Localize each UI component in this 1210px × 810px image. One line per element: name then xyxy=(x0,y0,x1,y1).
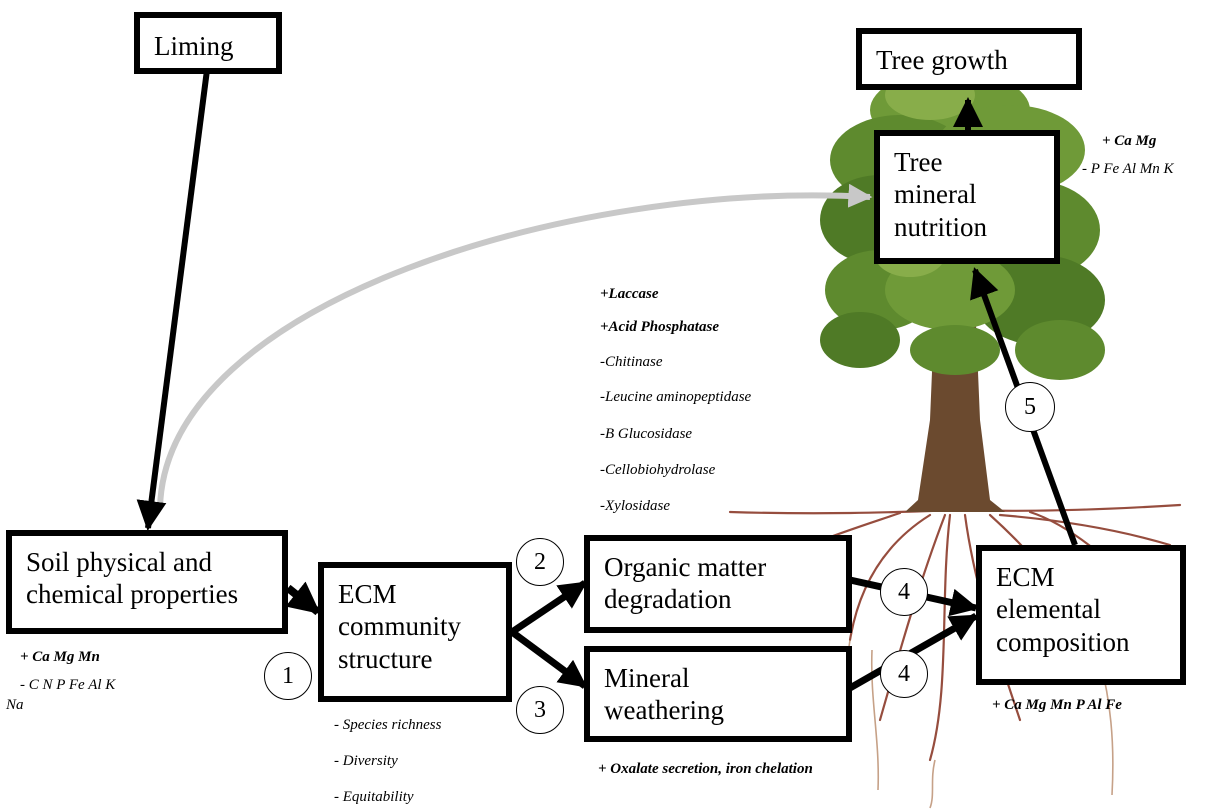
tree-minus-note: - P Fe Al Mn K xyxy=(1082,161,1174,177)
ecm-elemental-note: + Ca Mg Mn P Al Fe xyxy=(992,697,1122,713)
ecm-elemental-line-3: composition xyxy=(996,626,1130,657)
enzyme-laccase: +Laccase xyxy=(600,286,659,302)
ecm-community-box: ECM community structure xyxy=(318,562,512,702)
tree-mineral-nutrition-box: Tree mineral nutrition xyxy=(874,130,1060,264)
ecm-elemental-line-1: ECM xyxy=(996,562,1055,592)
step-4b-label: 4 xyxy=(898,660,910,687)
step-2-label: 2 xyxy=(534,548,546,575)
step-5-label: 5 xyxy=(1024,393,1036,420)
enzyme-b-glucosidase: -B Glucosidase xyxy=(600,426,693,442)
step-5-circle: 5 xyxy=(1005,382,1055,432)
enzyme-cellobiohydrolase: -Cellobiohydrolase xyxy=(600,462,716,478)
organic-matter-line-2: degradation xyxy=(604,584,732,615)
soil-properties-line-1: Soil physical and xyxy=(26,547,212,577)
tree-trunk xyxy=(905,300,1005,512)
step-4b-circle: 4 xyxy=(880,650,928,698)
community-equitability: - Equitability xyxy=(334,789,414,805)
step-4a-label: 4 xyxy=(898,578,910,605)
step-3-circle: 3 xyxy=(516,686,564,734)
soil-minus-note-2: Na xyxy=(6,697,24,713)
tree-plus-note: + Ca Mg xyxy=(1102,133,1157,149)
ecm-community-line-1: ECM xyxy=(338,579,397,609)
community-to-weathering-arrow xyxy=(509,629,588,689)
liming-label: Liming xyxy=(154,31,234,61)
tree-mineral-nutrition-line-2: mineral xyxy=(894,179,977,210)
soil-to-community-arrow xyxy=(285,581,321,616)
enzyme-leucine-aminopeptidase: -Leucine aminopeptidase xyxy=(600,389,752,405)
organic-matter-box: Organic matter degradation xyxy=(584,535,852,633)
step-2-circle: 2 xyxy=(516,538,564,586)
ecm-elemental-line-2: elemental xyxy=(996,594,1101,625)
step-3-label: 3 xyxy=(534,696,546,723)
enzyme-xylosidase: -Xylosidase xyxy=(600,498,670,514)
liming-to-soil-arrow xyxy=(136,69,210,531)
step-1-label: 1 xyxy=(282,662,294,689)
step-4a-circle: 4 xyxy=(880,568,928,616)
mineral-weathering-line-2: weathering xyxy=(604,695,724,726)
mineral-weathering-line-1: Mineral xyxy=(604,663,690,693)
weathering-note: + Oxalate secretion, iron chelation xyxy=(598,761,813,777)
community-diversity: - Diversity xyxy=(334,753,398,769)
tree-growth-label: Tree growth xyxy=(876,45,1008,75)
enzyme-chitinase: -Chitinase xyxy=(600,354,663,370)
soil-properties-line-2: chemical properties xyxy=(26,579,239,610)
community-to-organic-arrow xyxy=(510,580,588,635)
enzyme-acid-phosphatase: +Acid Phosphatase xyxy=(600,319,719,335)
step-1-circle: 1 xyxy=(264,652,312,700)
ecm-elemental-box: ECM elemental composition xyxy=(976,545,1186,685)
soil-minus-note-1: - C N P Fe Al K xyxy=(20,677,116,693)
tree-growth-box: Tree growth xyxy=(856,28,1082,90)
organic-matter-line-1: Organic matter xyxy=(604,552,767,582)
soil-plus-note: + Ca Mg Mn xyxy=(20,649,100,665)
community-species-richness: - Species richness xyxy=(334,717,442,733)
ecm-community-line-2: community xyxy=(338,611,461,642)
tree-mineral-nutrition-line-3: nutrition xyxy=(894,211,987,242)
soil-to-nutrition-arrow xyxy=(157,183,873,509)
ecm-community-line-3: structure xyxy=(338,643,433,674)
liming-box: Liming xyxy=(134,12,282,74)
tree-mineral-nutrition-line-1: Tree xyxy=(894,147,943,177)
mineral-weathering-box: Mineral weathering xyxy=(584,646,852,742)
soil-properties-box: Soil physical and chemical properties xyxy=(6,530,288,634)
